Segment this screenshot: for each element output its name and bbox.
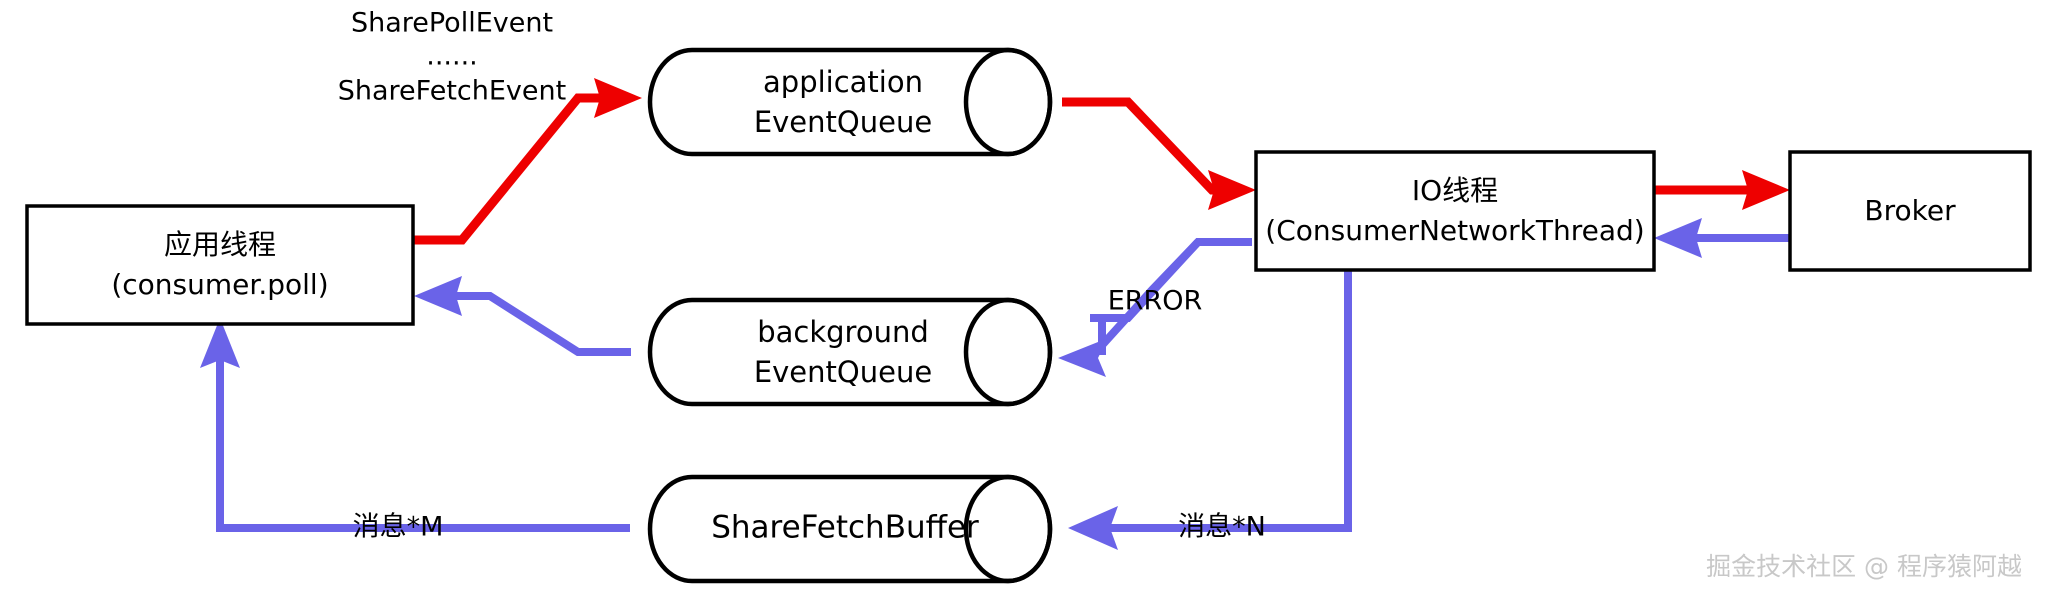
node-io-thread[interactable]: IO线程 (ConsumerNetworkThread)	[1254, 150, 1656, 272]
edge-io-thread-to-background-event-queue-line2	[1092, 239, 1201, 356]
edge-label-messages-m: 消息*M	[353, 512, 444, 543]
edge-label-share-poll-event: SharePollEvent	[351, 8, 553, 39]
node-application-event-queue-cap	[963, 47, 1053, 157]
node-share-fetch-buffer-label: ShareFetchBuffer	[711, 510, 979, 546]
node-share-fetch-buffer-cap	[963, 474, 1053, 584]
node-broker-label: Broker	[1864, 194, 1956, 227]
edge-io-thread-to-share-fetch-buffer-line	[1108, 270, 1352, 532]
edge-io-thread-to-background-event-queue	[1058, 238, 1252, 377]
edge-io-thread-to-share-fetch-buffer-arrowhead	[1068, 506, 1118, 550]
edge-share-fetch-buffer-to-app-thread	[200, 318, 630, 532]
edge-io-thread-to-broker	[1654, 170, 1790, 210]
edge-label-share-fetch-event: ShareFetchEvent	[338, 76, 566, 107]
edge-app-to-application-event-queue-line	[413, 93, 612, 245]
edge-io-thread-to-background-event-queue-arrowhead	[1058, 338, 1108, 377]
node-io-thread-box[interactable]	[1254, 150, 1656, 272]
edge-broker-to-io-thread	[1654, 218, 1790, 258]
node-application-event-queue[interactable]: application EventQueue	[647, 47, 1053, 157]
edge-label-messages-n: 消息*N	[1178, 512, 1266, 543]
edge-background-event-queue-to-app-thread	[414, 276, 631, 356]
edge-app-to-application-event-queue-arrowhead	[594, 78, 642, 118]
node-broker-box[interactable]	[1788, 150, 2032, 272]
edge-background-event-queue-to-app-thread-arrowhead	[414, 276, 462, 316]
edge-application-event-queue-to-io-thread	[1062, 97, 1256, 210]
node-app-thread-label-line1: 应用线程	[164, 228, 276, 261]
node-app-thread-label-line2: (consumer.poll)	[111, 268, 328, 301]
node-background-event-queue-label-line1: background	[757, 315, 929, 349]
node-share-fetch-buffer[interactable]: ShareFetchBuffer	[647, 474, 1053, 584]
edge-label-error: ERROR	[1108, 286, 1203, 317]
edge-io-thread-to-share-fetch-buffer	[1068, 270, 1352, 550]
edge-application-event-queue-to-io-thread-arrowhead	[1208, 170, 1256, 210]
node-io-thread-label-line2: (ConsumerNetworkThread)	[1265, 214, 1644, 247]
node-background-event-queue-label-line2: EventQueue	[754, 355, 932, 389]
edge-label-ellipsis: ......	[426, 41, 478, 72]
node-background-event-queue[interactable]: background EventQueue	[647, 297, 1053, 407]
edge-broker-to-io-thread-arrowhead	[1654, 218, 1702, 258]
watermark-label: 掘金技术社区 @ 程序猿阿越	[1706, 552, 2022, 581]
node-app-thread-box[interactable]	[25, 204, 415, 326]
node-app-thread[interactable]: 应用线程 (consumer.poll)	[25, 204, 415, 326]
edge-app-to-application-event-queue	[413, 78, 642, 245]
edge-share-fetch-buffer-to-app-thread-arrowhead	[200, 318, 240, 368]
node-application-event-queue-label-line1: application	[763, 65, 923, 99]
node-background-event-queue-cap	[963, 297, 1053, 407]
edge-share-fetch-buffer-to-app-thread-line	[216, 358, 630, 532]
node-broker[interactable]: Broker	[1788, 150, 2032, 272]
edge-io-thread-to-broker-arrowhead	[1742, 170, 1790, 210]
edge-application-event-queue-to-io-thread-line	[1062, 97, 1222, 195]
node-io-thread-label-line1: IO线程	[1412, 174, 1498, 207]
node-application-event-queue-label-line2: EventQueue	[754, 105, 932, 139]
edge-background-event-queue-to-app-thread-line	[450, 292, 631, 356]
